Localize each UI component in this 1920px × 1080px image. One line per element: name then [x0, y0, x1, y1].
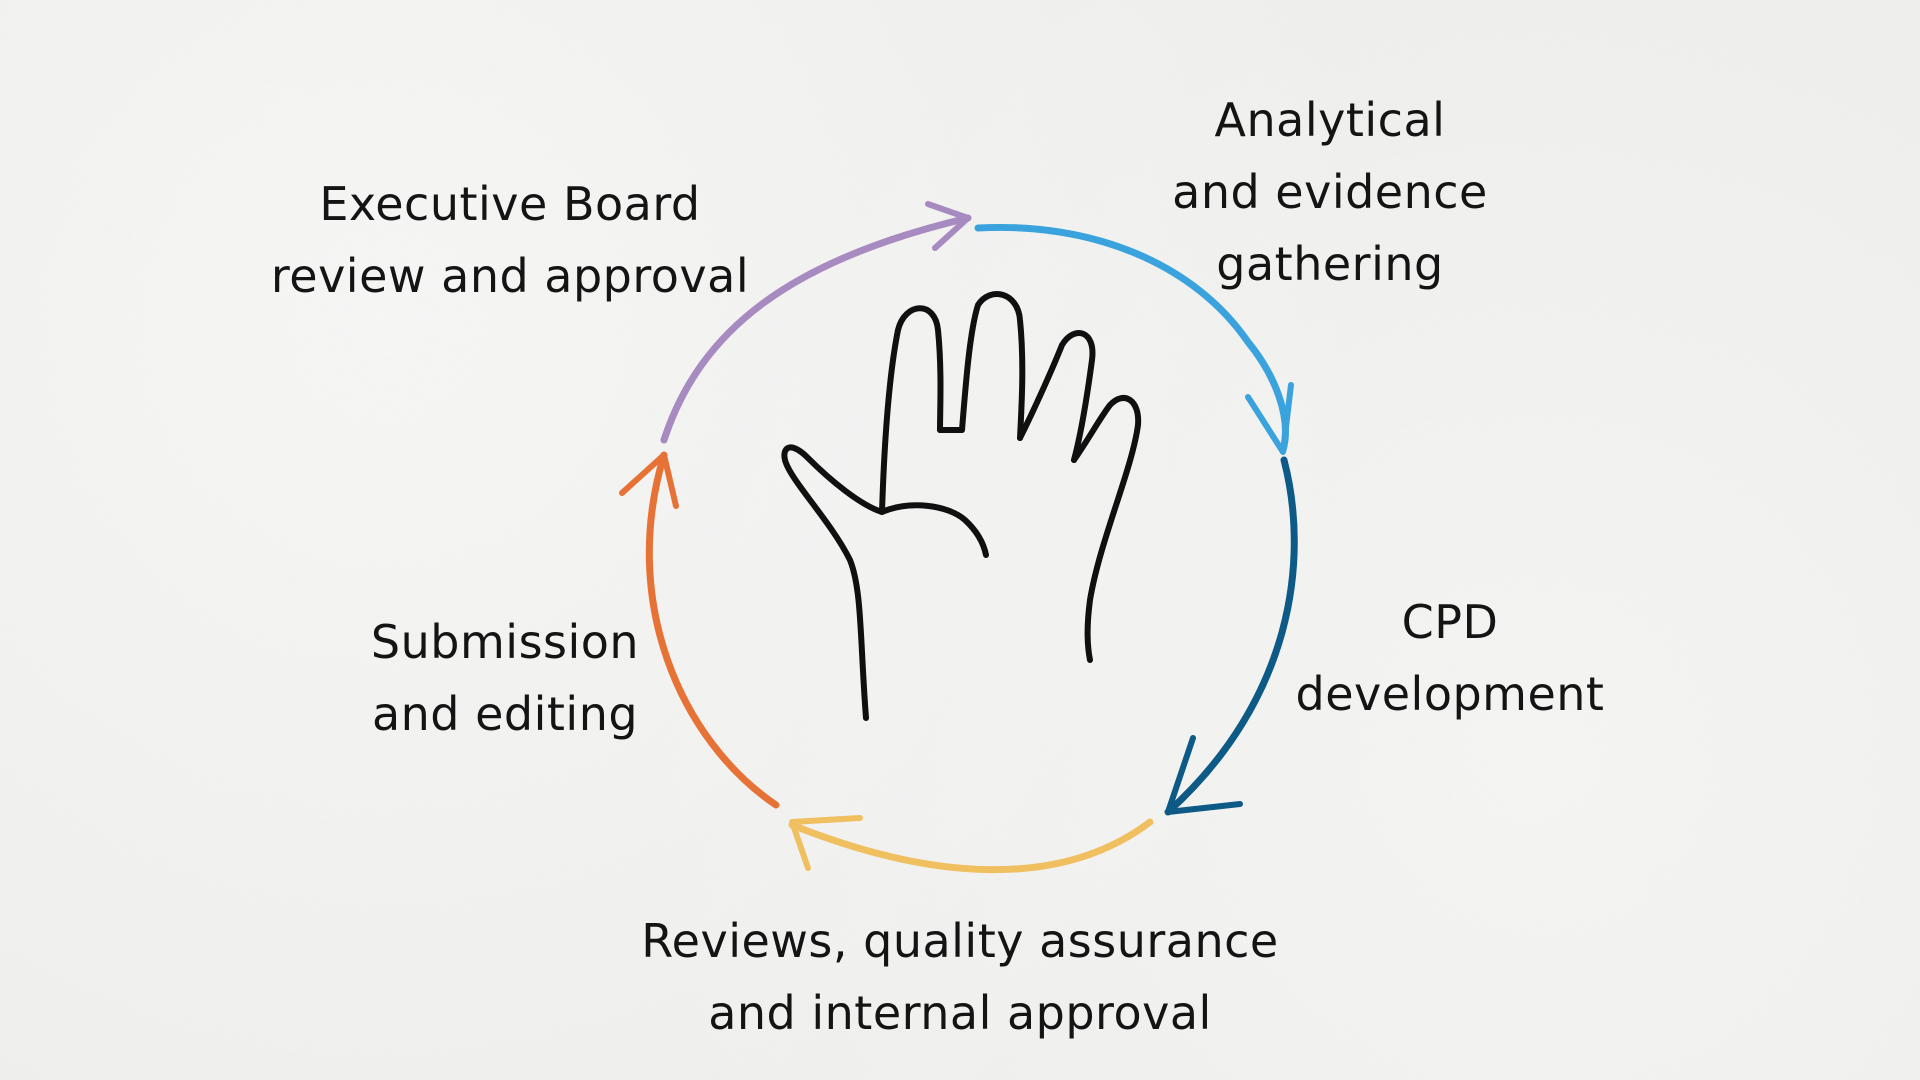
step-label-line: Analytical: [1214, 93, 1446, 147]
step-label-line: and internal approval: [708, 986, 1212, 1040]
step-label-line: Reviews, quality assurance: [641, 914, 1279, 968]
arrowhead-executive: [925, 201, 971, 251]
step-label-submission: Submission and editing: [340, 606, 670, 750]
step-label-line: Submission: [370, 615, 640, 669]
step-label-line: review and approval: [270, 249, 750, 303]
step-label-analytical: Analytical and evidence gathering: [1160, 84, 1500, 300]
step-label-reviews: Reviews, quality assurance and internal …: [640, 905, 1280, 1049]
step-label-line: development: [1295, 667, 1605, 721]
arrow-reviews: [788, 818, 1154, 874]
step-label-cpd: CPD development: [1270, 586, 1630, 730]
arrowhead-cpd: [1165, 735, 1243, 815]
step-label-line: gathering: [1216, 237, 1444, 291]
arrow-submission: [645, 451, 780, 809]
raised-hand-icon: [781, 291, 1142, 721]
arrow-cpd: [1164, 456, 1298, 816]
arrowhead-submission: [619, 452, 679, 509]
step-label-line: CPD: [1401, 595, 1499, 649]
step-label-executive: Executive Board review and approval: [270, 168, 750, 312]
step-label-line: Executive Board: [319, 177, 701, 231]
arrowhead-analytical: [1245, 382, 1294, 455]
step-label-line: and evidence: [1172, 165, 1488, 219]
step-label-line: and editing: [371, 687, 639, 741]
arrow-analytical: [974, 223, 1289, 454]
arrowhead-reviews: [789, 815, 863, 871]
arrow-executive: [660, 214, 972, 444]
